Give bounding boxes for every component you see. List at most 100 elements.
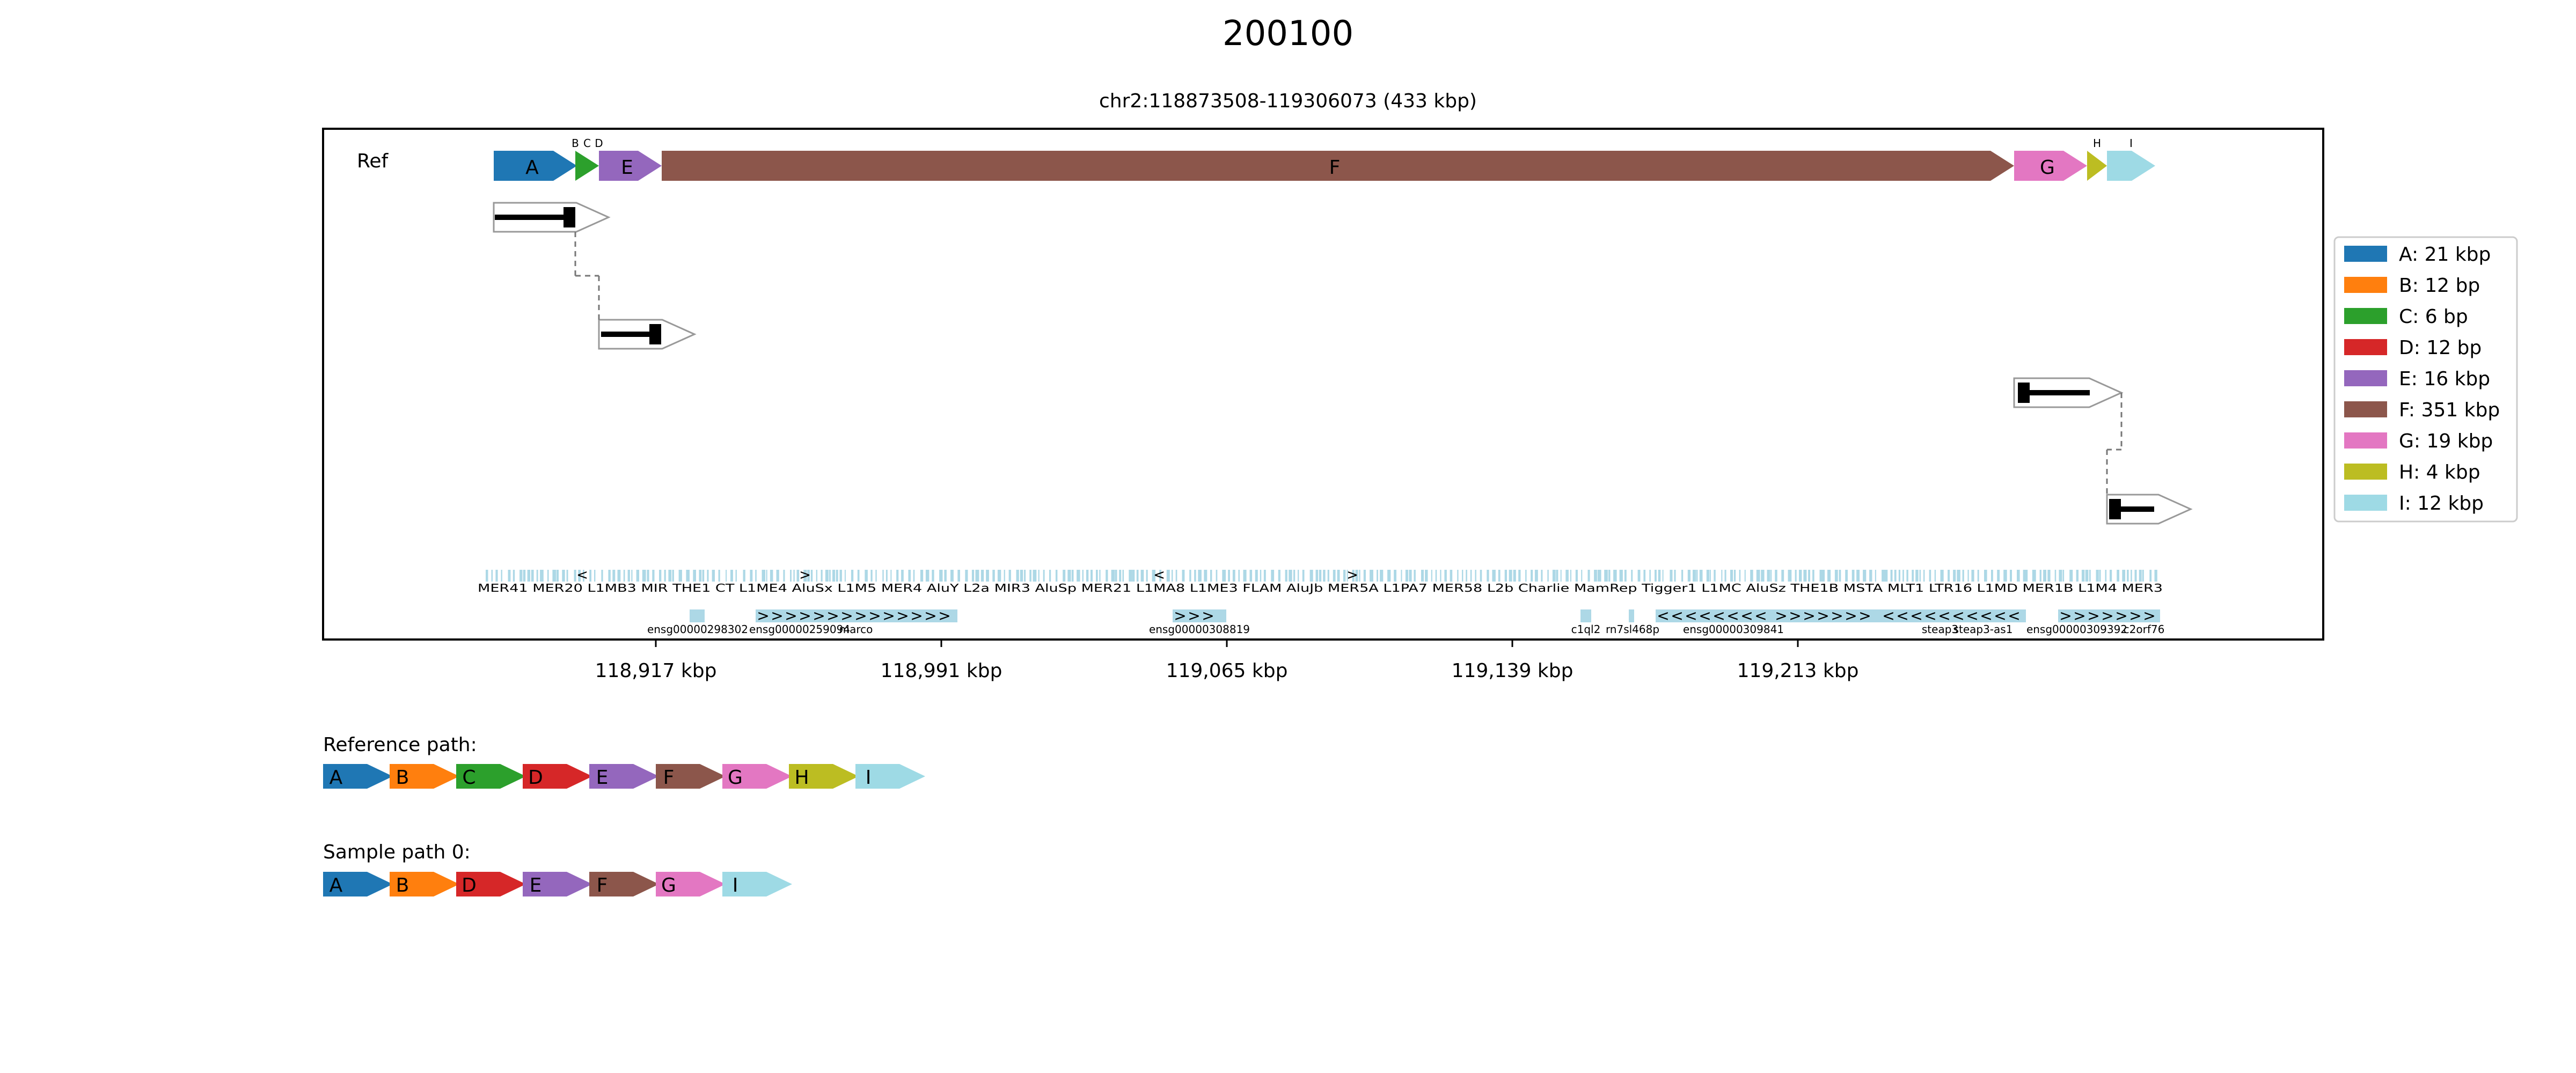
repeat-mark-182 <box>1450 570 1453 582</box>
repeat-mark-164 <box>1355 570 1358 582</box>
repeat-mark-96 <box>1004 570 1005 582</box>
repeat-mark-155 <box>1315 570 1319 582</box>
gene-strand-glyph: > <box>2115 607 2127 624</box>
repeat-mark-0 <box>486 570 488 582</box>
ref-segment-f <box>662 151 2014 181</box>
gene-strand-glyph: > <box>2129 607 2141 624</box>
gene-strand-glyph: < <box>1896 607 1908 624</box>
repeat-mark-152 <box>1298 570 1299 582</box>
repeat-mark-66 <box>832 570 836 582</box>
repeat-mark-265 <box>1890 570 1893 582</box>
path-0-segment-h <box>789 764 859 789</box>
repeat-mark-54 <box>776 570 779 582</box>
path-1-segment-i <box>722 872 792 896</box>
gene-strand-glyph: > <box>1188 607 1200 624</box>
repeat-mark-151 <box>1293 570 1296 582</box>
repeat-mark-67 <box>836 570 838 582</box>
repeat-mark-91 <box>975 570 979 582</box>
repeat-mark-257 <box>1845 570 1848 582</box>
repeat-mark-293 <box>2039 570 2041 582</box>
repeat-mark-299 <box>2069 570 2073 582</box>
repeat-mark-72 <box>865 570 868 582</box>
repeat-mark-156 <box>1319 570 1322 582</box>
gene-strand-glyph: < <box>1671 607 1683 624</box>
repeat-mark-7 <box>523 570 526 582</box>
repeat-mark-47 <box>735 570 737 582</box>
repeat-mark-192 <box>1504 570 1507 582</box>
repeat-mark-116 <box>1106 570 1108 582</box>
gene-strand-glyph: > <box>2143 607 2155 624</box>
gene-strand-glyph: > <box>757 607 769 624</box>
path-1-segment-label-d: D <box>462 874 477 896</box>
path-0-segment-a <box>323 764 393 789</box>
repeat-mark-36 <box>672 570 674 582</box>
repeat-mark-246 <box>1788 570 1792 582</box>
path-1-segment-e <box>523 872 592 896</box>
repeat-mark-32 <box>652 570 655 582</box>
repeat-mark-193 <box>1509 570 1512 582</box>
repeat-mark-144 <box>1255 570 1258 582</box>
gene-strand-glyph: > <box>771 607 783 624</box>
repeat-mark-232 <box>1714 570 1716 582</box>
repeat-mark-22 <box>601 570 603 582</box>
repeat-mark-83 <box>925 570 930 582</box>
repeat-mark-272 <box>1919 570 1921 582</box>
repeat-mark-171 <box>1394 570 1396 582</box>
repeat-mark-221 <box>1658 570 1661 582</box>
repeat-mark-48 <box>743 570 745 582</box>
gene-strand-glyph: > <box>785 607 797 624</box>
gene-strand-glyph: > <box>896 607 909 624</box>
repeat-mark-127 <box>1159 570 1162 582</box>
repeat-mark-238 <box>1744 570 1746 582</box>
repeat-mark-114 <box>1096 570 1098 582</box>
repeat-mark-244 <box>1775 570 1777 582</box>
gene-strand-glyph: > <box>1775 607 1787 624</box>
repeat-mark-225 <box>1681 570 1684 582</box>
x-tick-label-2: 119,065 kbp <box>1166 660 1288 682</box>
repeat-mark-150 <box>1289 570 1292 582</box>
gene-strand-glyph: > <box>1803 607 1815 624</box>
repeat-mark-19 <box>583 570 584 582</box>
repeat-strand-glyph-3: > <box>1346 567 1358 583</box>
repeat-mark-98 <box>1016 570 1019 582</box>
repeat-mark-273 <box>1923 570 1925 582</box>
path-0-segment-label-c: C <box>462 767 475 789</box>
gene-strand-glyph: > <box>882 607 895 624</box>
path-0-segment-g <box>722 764 792 789</box>
repeat-mark-256 <box>1839 570 1841 582</box>
repeat-mark-254 <box>1827 570 1831 582</box>
repeat-mark-187 <box>1475 570 1476 582</box>
x-tick-label-0: 118,917 kbp <box>595 660 717 682</box>
gene-strand-glyph: > <box>1202 607 1214 624</box>
repeat-mark-37 <box>678 570 682 582</box>
repeat-mark-280 <box>1962 570 1964 582</box>
gene-strand-glyph: > <box>2059 607 2072 624</box>
repeat-mark-25 <box>617 570 621 582</box>
ref-segment-label-g: G <box>2040 157 2055 179</box>
repeat-mark-43 <box>712 570 715 582</box>
gene-strand-glyph: < <box>1924 607 1936 624</box>
repeat-mark-132 <box>1189 570 1191 582</box>
repeat-mark-21 <box>594 570 596 582</box>
gene-strand-glyph: < <box>1994 607 2006 624</box>
repeat-mark-138 <box>1222 570 1226 582</box>
repeat-mark-236 <box>1733 570 1736 582</box>
repeat-mark-203 <box>1560 570 1562 582</box>
repeat-mark-52 <box>766 570 767 582</box>
repeat-mark-230 <box>1706 570 1710 582</box>
repeat-mark-26 <box>623 570 625 582</box>
repeat-mark-78 <box>896 570 899 582</box>
repeat-mark-122 <box>1132 570 1135 582</box>
repeat-mark-90 <box>971 570 975 582</box>
alignment-cap-3 <box>2109 499 2121 519</box>
repeat-mark-213 <box>1613 570 1617 582</box>
repeat-mark-68 <box>839 570 842 582</box>
gene-label-3: ensg00000308819 <box>1149 623 1250 636</box>
repeat-mark-239 <box>1750 570 1753 582</box>
repeat-mark-142 <box>1243 570 1247 582</box>
repeat-mark-9 <box>531 570 534 582</box>
gene-strand-glyph: < <box>1882 607 1894 624</box>
repeat-mark-81 <box>913 570 915 582</box>
repeat-mark-240 <box>1756 570 1760 582</box>
